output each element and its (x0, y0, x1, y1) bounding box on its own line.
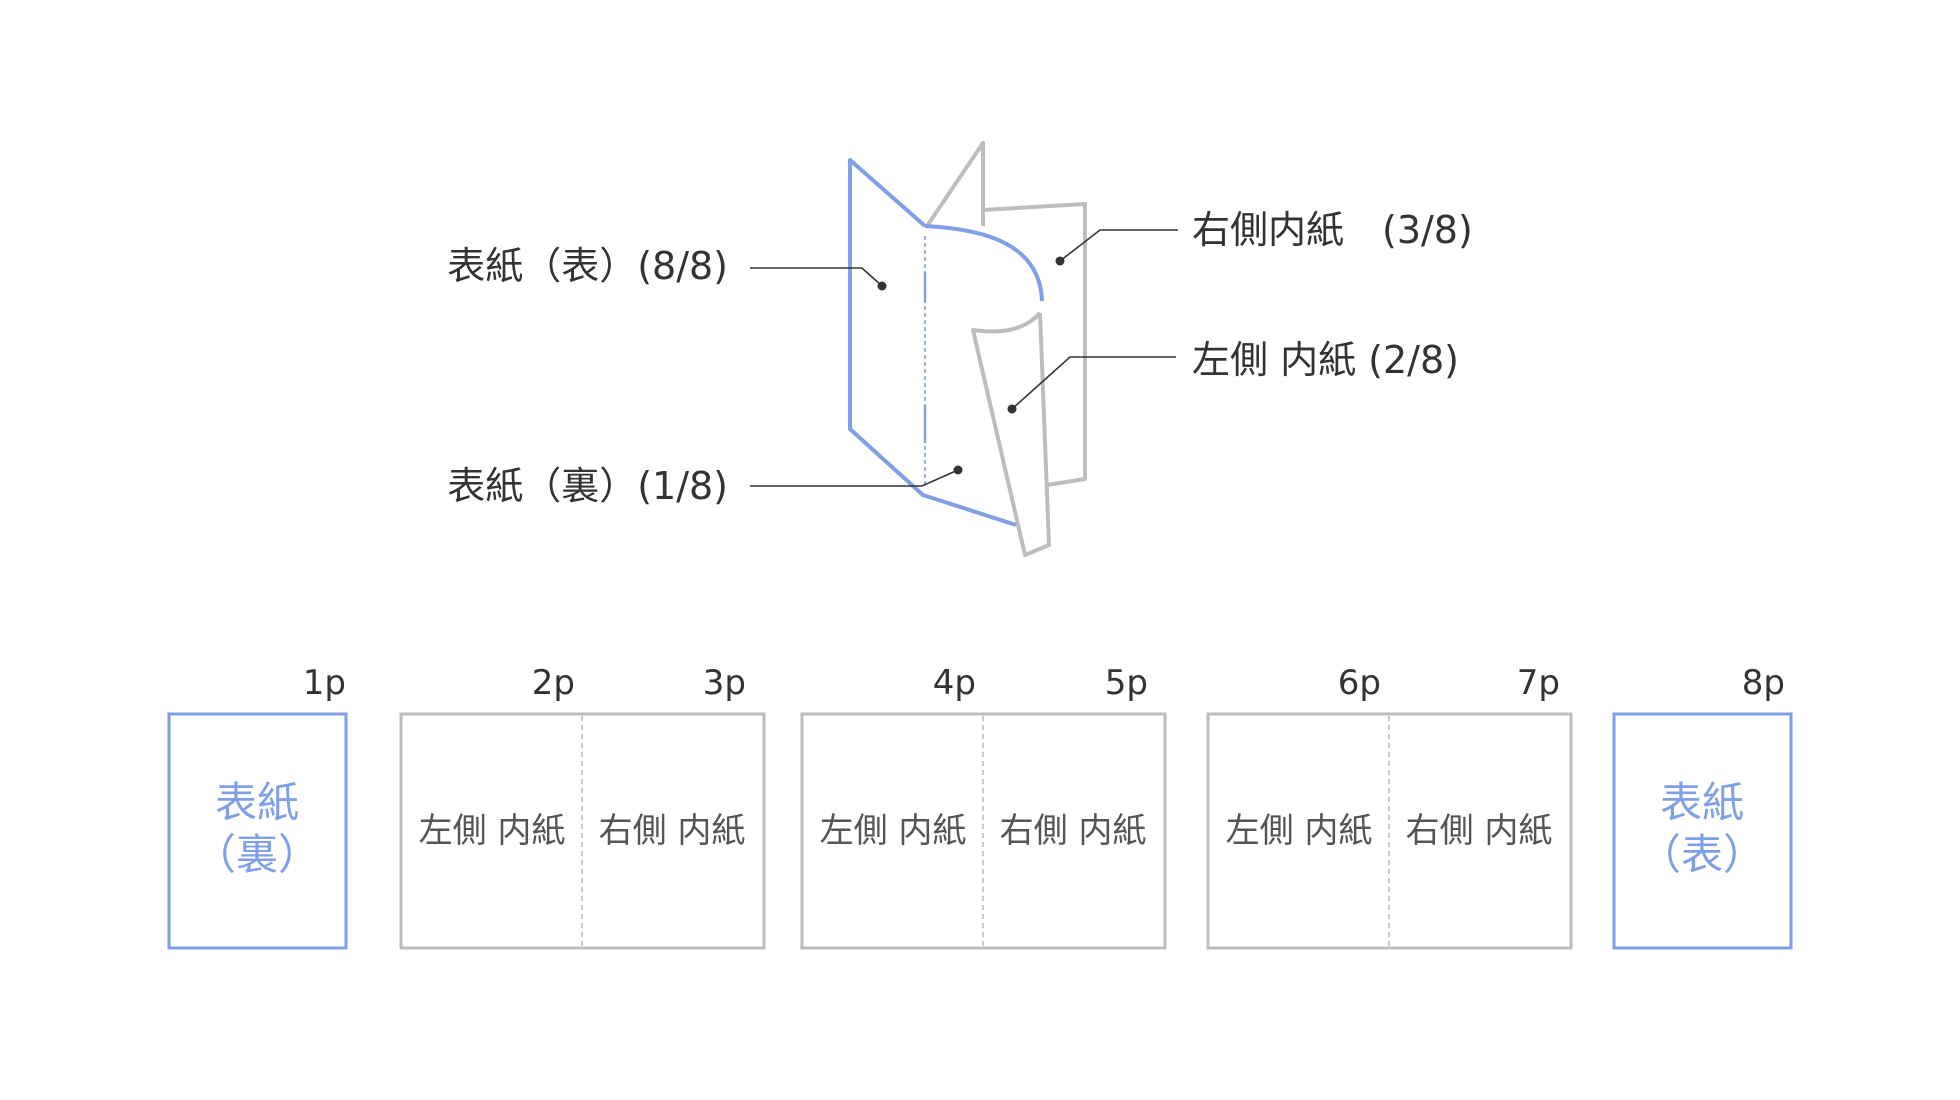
panel-cover-front-frame (1612, 712, 1793, 950)
page-number-4p: 4p (933, 663, 976, 703)
spread-6p-7p: 左側 内紙 右側 内紙 (1206, 712, 1573, 950)
label-right-inner: 右側内紙 (3/8) (1192, 208, 1473, 252)
leader-dot-right-inner (1055, 256, 1065, 266)
leader-dot-cover-back (953, 465, 963, 475)
panel-left-inner-label: 左側 内紙 (1226, 811, 1373, 851)
page-number-7p: 7p (1517, 663, 1560, 703)
page-number-5p: 5p (1105, 663, 1148, 703)
panel-right-inner-label: 右側 内紙 (1406, 811, 1553, 851)
label-left-inner: 左側 内紙 (2/8) (1192, 338, 1459, 382)
panel-left-inner-label: 左側 内紙 (820, 811, 967, 851)
leader-lines (750, 229, 1178, 487)
page-number-2p: 2p (532, 663, 575, 703)
left-inner-sheet (971, 311, 1051, 557)
leader-cover-back (750, 469, 959, 487)
panel-cover-front-line2: （表） (1639, 830, 1765, 879)
panel-cover-back-frame (167, 712, 348, 950)
panel-cover-back: 表紙 （裏） (167, 712, 348, 950)
panel-cover-back-line2: （裏） (194, 830, 320, 879)
panel-left-inner-label: 左側 内紙 (419, 811, 566, 851)
spread-2p-3p: 左側 内紙 右側 内紙 (399, 712, 766, 950)
leader-dot-cover-front (877, 281, 887, 291)
page-number-3p: 3p (703, 663, 746, 703)
label-cover-front: 表紙（表）(8/8) (447, 244, 728, 288)
panel-cover-front: 表紙 （表） (1612, 712, 1793, 950)
panel-right-inner-label: 右側 内紙 (1000, 811, 1147, 851)
folded-brochure-illustration (848, 141, 1087, 557)
page-number-1p: 1p (303, 663, 346, 703)
cover-sheet (848, 158, 1044, 527)
label-cover-back: 表紙（裏）(1/8) (447, 464, 728, 508)
panel-cover-front-line1: 表紙 (1660, 778, 1744, 827)
page-number-8p: 8p (1742, 663, 1785, 703)
leader-right-inner (1059, 229, 1178, 262)
page-layout-strip: 1p 2p 3p 4p 5p 6p 7p 8p 表紙 （裏） 左側 内紙 右側 … (167, 663, 1793, 950)
leader-cover-front (750, 267, 883, 287)
right-inner-sheet (925, 141, 1087, 487)
panel-right-inner-label: 右側 内紙 (599, 811, 746, 851)
leader-dot-left-inner (1007, 404, 1017, 414)
leader-left-inner (1011, 356, 1176, 410)
page-number-6p: 6p (1338, 663, 1381, 703)
spread-4p-5p: 左側 内紙 右側 内紙 (800, 712, 1167, 950)
panel-cover-back-line1: 表紙 (215, 778, 299, 827)
